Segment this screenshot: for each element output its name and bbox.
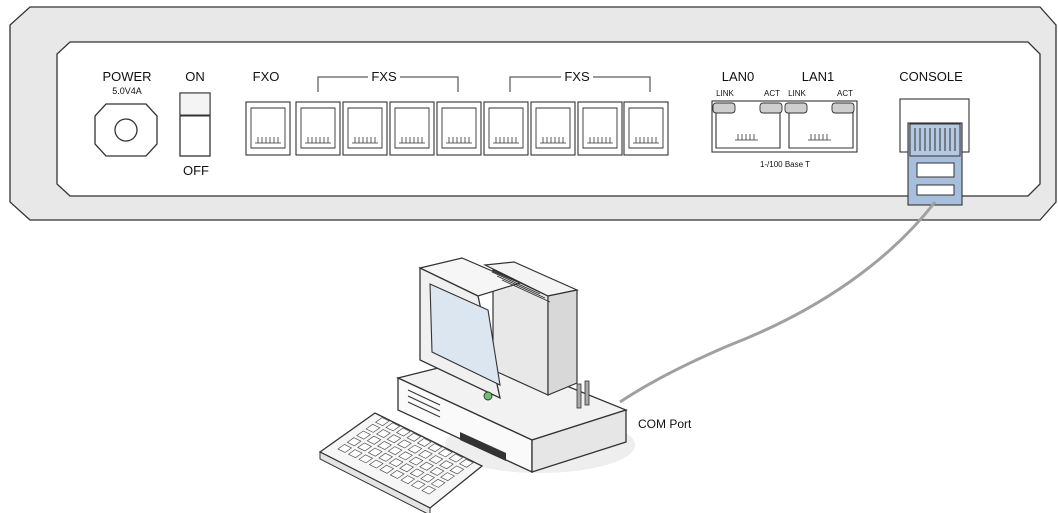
keyboard-key bbox=[409, 468, 425, 478]
fxs-group2-bracket bbox=[509, 76, 651, 92]
monitor bbox=[418, 257, 579, 401]
fxs-group2-label: FXS bbox=[564, 69, 590, 84]
keyboard-key bbox=[376, 429, 391, 439]
fxs-port-6[interactable] bbox=[530, 101, 576, 156]
fxs-port-5[interactable] bbox=[483, 101, 529, 156]
keyboard-key bbox=[419, 461, 434, 471]
keyboard-key bbox=[421, 485, 437, 495]
keyboard-key bbox=[448, 453, 464, 463]
monitor-power-led bbox=[483, 391, 493, 401]
keyboard-key bbox=[430, 478, 446, 488]
lan0-port[interactable] bbox=[712, 102, 783, 149]
fxs-group1-label: FXS bbox=[371, 69, 397, 84]
keyboard-key bbox=[449, 465, 465, 475]
keyboard-key bbox=[400, 475, 416, 485]
keyboard-key bbox=[428, 455, 444, 465]
keyboard-key bbox=[337, 443, 353, 453]
fxs-port-1[interactable] bbox=[295, 101, 341, 156]
keyboard-key bbox=[407, 444, 423, 454]
keyboard-key bbox=[399, 463, 415, 473]
switch-off-label: OFF bbox=[183, 163, 209, 178]
keyboard-keys bbox=[337, 417, 474, 495]
keyboard-key bbox=[387, 446, 403, 456]
keyboard-key bbox=[366, 435, 382, 445]
keyboard-key bbox=[420, 473, 436, 483]
keyboard-key bbox=[408, 456, 424, 466]
keyboard-key bbox=[356, 430, 371, 440]
disk-drive-slot bbox=[460, 432, 506, 461]
keyboard-key bbox=[374, 417, 390, 427]
keyboard-key bbox=[416, 437, 432, 447]
keyboard-key bbox=[410, 480, 426, 490]
console-cable bbox=[619, 201, 937, 404]
keyboard-key bbox=[418, 449, 433, 459]
lan0-link-led bbox=[712, 102, 736, 114]
keyboard-key bbox=[406, 432, 422, 442]
console-label: CONSOLE bbox=[899, 69, 963, 84]
lan0-act-label: ACT bbox=[764, 89, 780, 98]
keyboard-key bbox=[395, 427, 411, 437]
keyboard-key bbox=[365, 423, 381, 433]
power-rating: 5.0V4A bbox=[112, 86, 142, 96]
console-connector bbox=[907, 122, 963, 206]
switch-on-label: ON bbox=[185, 69, 205, 84]
power-label: POWER bbox=[102, 69, 151, 84]
lan1-link-label: LINK bbox=[788, 89, 806, 98]
lan1-act-label: ACT bbox=[837, 89, 853, 98]
keyboard-key bbox=[357, 442, 373, 452]
keyboard-key bbox=[389, 469, 405, 479]
lan1-act-led bbox=[831, 102, 855, 114]
fxs-port-2[interactable] bbox=[342, 101, 388, 156]
power-jack-hole bbox=[114, 118, 138, 142]
keyboard-key bbox=[397, 439, 412, 449]
lan0-act-led bbox=[759, 102, 783, 114]
keyboard-key bbox=[385, 422, 401, 432]
keyboard-key bbox=[378, 452, 394, 462]
lan1-port[interactable] bbox=[784, 102, 855, 149]
power-switch-rocker bbox=[179, 92, 211, 116]
keyboard-key bbox=[440, 472, 455, 482]
keyboard-key bbox=[379, 464, 395, 474]
lan1-label: LAN1 bbox=[802, 69, 835, 84]
fxs-group1-bracket bbox=[317, 76, 459, 92]
fxo-label: FXO bbox=[253, 69, 280, 84]
keyboard-key bbox=[347, 449, 363, 459]
keyboard-key bbox=[437, 448, 453, 458]
fxo-port[interactable] bbox=[245, 101, 291, 156]
keyboard-key bbox=[358, 454, 374, 464]
keyboard-key bbox=[429, 466, 445, 476]
keyboard-key bbox=[398, 451, 413, 461]
com-port-label: COM Port bbox=[638, 417, 692, 431]
keyboard-key bbox=[346, 437, 362, 447]
lan1-link-led bbox=[784, 102, 808, 114]
keyboard-key bbox=[386, 434, 402, 444]
keyboard-key bbox=[439, 460, 454, 470]
keyboard-key bbox=[377, 440, 392, 450]
lan0-label: LAN0 bbox=[722, 69, 755, 84]
lan-speed-label: 1-/100 Base T bbox=[760, 160, 810, 169]
keyboard-key bbox=[458, 458, 474, 468]
phone-ports bbox=[245, 101, 669, 156]
keyboard bbox=[318, 412, 484, 513]
keyboard-key bbox=[427, 443, 443, 453]
fxs-port-3[interactable] bbox=[389, 101, 435, 156]
keyboard-key bbox=[367, 447, 383, 457]
fxs-port-8[interactable] bbox=[623, 101, 669, 156]
keyboard-key bbox=[368, 459, 384, 469]
monitor-screen bbox=[429, 283, 501, 386]
fxs-port-7[interactable] bbox=[577, 101, 623, 156]
lan0-link-label: LINK bbox=[716, 89, 734, 98]
fxs-port-4[interactable] bbox=[436, 101, 482, 156]
keyboard-key bbox=[388, 458, 404, 468]
